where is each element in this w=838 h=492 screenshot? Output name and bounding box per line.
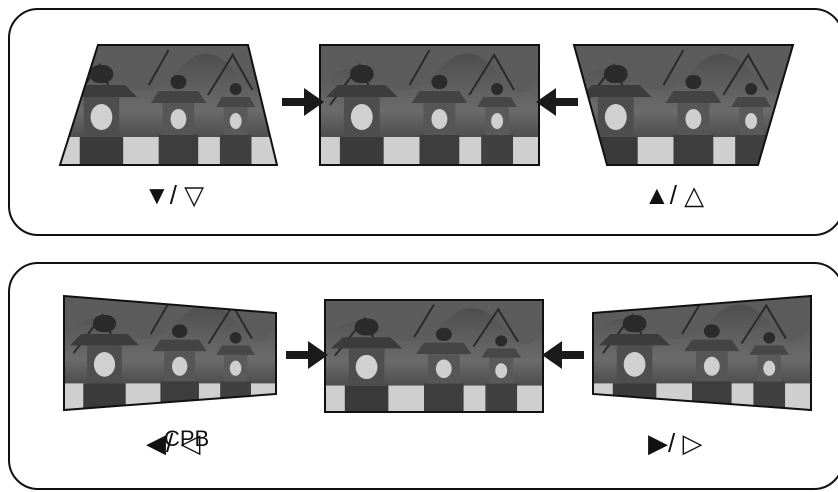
keystone-right-caption: ▶/ ▷ [648, 428, 703, 458]
keystone-down-caption: ▼/ ▽ [144, 180, 205, 210]
keystone-left-caption: ◀/ ◁ [146, 428, 201, 458]
arrow-left-icon [536, 88, 578, 116]
keystone-top-right-image [572, 44, 795, 166]
corrected-image-bottom [324, 299, 544, 413]
arrow-right-icon [286, 341, 328, 369]
arrow-right-icon [282, 88, 324, 116]
keystone-up-caption: ▲/ △ [644, 180, 705, 210]
keystone-bottom-left-image [63, 294, 277, 412]
arrow-left-icon [542, 341, 584, 369]
overlay-text: CPB [164, 426, 210, 451]
keystone-top-left-image [58, 44, 279, 166]
keystone-bottom-right-image [592, 294, 812, 412]
corrected-image-top [319, 44, 540, 166]
